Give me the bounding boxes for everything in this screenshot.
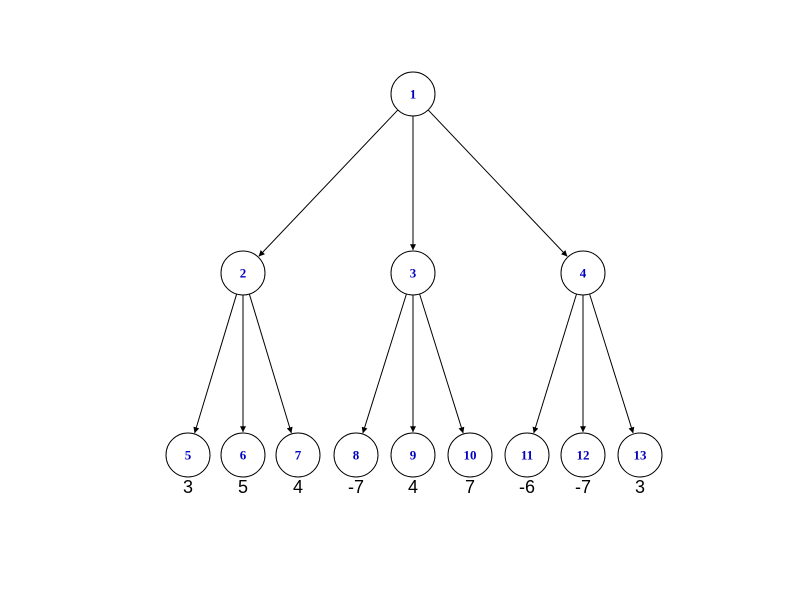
tree-node-4: 4 xyxy=(560,250,606,296)
leaf-value-11: -6 xyxy=(519,477,535,497)
tree-node-10: 10 xyxy=(447,432,493,478)
node-circle-11 xyxy=(504,432,550,478)
node-label-3: 3 xyxy=(410,266,417,281)
node-circle-2 xyxy=(220,250,266,296)
node-label-2: 2 xyxy=(240,266,247,281)
node-label-6: 6 xyxy=(240,448,247,463)
leaf-value-12: -7 xyxy=(575,477,591,497)
tree-node-8: 8 xyxy=(333,432,379,478)
tree-node-2: 2 xyxy=(220,250,266,296)
node-circle-1 xyxy=(390,71,436,117)
node-label-7: 7 xyxy=(295,448,302,463)
tree-node-7: 7 xyxy=(275,432,321,478)
node-circle-12 xyxy=(560,432,606,478)
tree-edge-2-7 xyxy=(248,293,293,434)
tree-node-3: 3 xyxy=(390,250,436,296)
tree-edge-1-2 xyxy=(258,109,399,257)
node-circle-5 xyxy=(165,432,211,478)
tree-node-1: 1 xyxy=(390,71,436,117)
leaf-value-8: -7 xyxy=(348,477,364,497)
tree-node-6: 6 xyxy=(220,432,266,478)
tree-node-11: 11 xyxy=(504,432,550,478)
node-label-4: 4 xyxy=(580,266,587,281)
tree-edge-2-5 xyxy=(193,293,238,434)
leaf-value-10: 7 xyxy=(465,477,475,497)
leaf-value-7: 4 xyxy=(293,477,303,497)
node-label-5: 5 xyxy=(185,448,192,463)
leaf-value-13: 3 xyxy=(635,477,645,497)
node-circle-9 xyxy=(390,432,436,478)
tree-edge-3-8 xyxy=(361,293,407,434)
tree-edge-4-13 xyxy=(589,293,635,434)
leaf-value-9: 4 xyxy=(408,477,418,497)
node-circle-10 xyxy=(447,432,493,478)
tree-node-5: 5 xyxy=(165,432,211,478)
tree-edge-4-11 xyxy=(532,293,578,434)
node-label-1: 1 xyxy=(410,87,417,102)
leaf-value-6: 5 xyxy=(238,477,248,497)
leaf-value-5: 3 xyxy=(183,477,193,497)
tree-node-12: 12 xyxy=(560,432,606,478)
node-label-8: 8 xyxy=(353,448,360,463)
tree-node-13: 13 xyxy=(617,432,663,478)
tree-node-9: 9 xyxy=(390,432,436,478)
node-circle-7 xyxy=(275,432,321,478)
node-circle-3 xyxy=(390,250,436,296)
node-label-11: 11 xyxy=(521,448,533,463)
node-label-13: 13 xyxy=(634,448,648,463)
node-label-10: 10 xyxy=(464,448,477,463)
node-label-12: 12 xyxy=(577,448,590,463)
node-circle-4 xyxy=(560,250,606,296)
node-label-9: 9 xyxy=(410,448,417,463)
node-circle-8 xyxy=(333,432,379,478)
node-circle-13 xyxy=(617,432,663,478)
node-circle-6 xyxy=(220,432,266,478)
tree-edge-1-4 xyxy=(427,109,568,257)
tree-edge-3-10 xyxy=(419,293,465,434)
